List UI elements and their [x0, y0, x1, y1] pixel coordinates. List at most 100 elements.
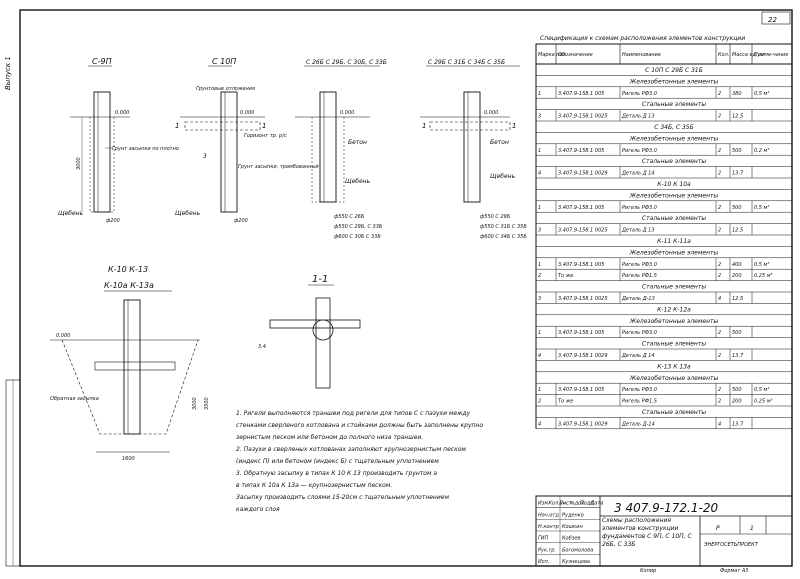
spec-group-heading: С 10П С 29Б С 31Б — [645, 67, 703, 74]
spec-cell: 3.407.9-158.1 005 — [558, 387, 604, 393]
spec-subheading: Стальные элементы — [642, 215, 706, 222]
stamp-person: Кошкин — [562, 524, 583, 530]
spec-cell: 3.407.9-158.1 0029 — [558, 353, 608, 359]
spec-cell: 380 — [732, 91, 742, 97]
spec-cell: Ригель РФ3.0 — [622, 148, 657, 154]
spec-cell: 3.407.9-158.1 005 — [558, 91, 604, 97]
spec-group-heading: К-13 К 13а — [657, 363, 691, 370]
drawing-c26b: С 26Б С 29Б, С 30Б, С 33Б 0.000 Бетон Ще… — [295, 59, 387, 240]
spec-cell: 400 — [732, 262, 742, 268]
stamp-col-header: Изм. — [538, 501, 550, 507]
spec-cell: 2 — [718, 399, 721, 405]
spec-cell: 3 — [538, 228, 541, 234]
svg-text:0.000: 0.000 — [56, 333, 70, 339]
drawing-section-1-1: 1-1 3.4 — [258, 274, 361, 389]
spec-cell: 4 — [538, 353, 541, 359]
note-line: 1. Ригели выполняются траншеи под ригели… — [236, 410, 471, 417]
k10-title-2: К-10а К-13а — [104, 281, 154, 290]
spec-cell: Деталь Д 13 — [621, 228, 655, 234]
spec-cell: 3.407.9-158.1 005 — [558, 148, 604, 154]
note-line: стенками сверленого котлована и стойками… — [236, 422, 483, 429]
c9p-sand-label: Грунт засыпки по плотно — [112, 146, 179, 152]
format-label: Формат А3 — [720, 568, 748, 574]
svg-text:ф550 С 26Б: ф550 С 26Б — [334, 214, 365, 220]
spec-group-heading: К-10 К 10а — [657, 181, 691, 188]
svg-text:ф550 С 31Б С 35Б: ф550 С 31Б С 35Б — [480, 224, 527, 230]
spec-cell: 0.25 м³ — [754, 273, 773, 279]
spec-cell: 2 — [718, 273, 721, 279]
spec-subheading: Стальные элементы — [642, 341, 706, 348]
c26b-concrete-label: Бетон — [348, 139, 367, 146]
spec-table: Спецификация к схемам расположения элеме… — [535, 35, 793, 430]
spec-subheading: Железобетонные элементы — [629, 78, 719, 85]
spec-cell: 1 — [538, 262, 541, 268]
spec-header: Марка поз. — [538, 52, 567, 58]
c26b-gravel-label: Щебень — [345, 178, 371, 185]
svg-text:1: 1 — [422, 122, 426, 130]
c29b-title: С 29Б С 31Б С 34Б С 35Б — [428, 59, 505, 66]
spec-cell: 2 — [538, 273, 541, 279]
svg-text:1: 1 — [512, 122, 516, 130]
c9p-gravel-label: Щебень — [58, 210, 84, 217]
spec-cell: 4 — [538, 421, 541, 427]
spec-cell: 1 — [538, 91, 541, 97]
spec-cell: 3.407.9-158.1 0029 — [558, 171, 608, 177]
stage: Р — [716, 525, 720, 532]
spec-cell: Ригель РФ3.0 — [622, 387, 657, 393]
stamp-role: Н.контр — [538, 524, 559, 530]
spec-cell: 2 — [718, 205, 721, 211]
spec-cell: То же — [558, 399, 573, 405]
spec-cell: 0.2 м³ — [754, 148, 769, 154]
spec-cell: Ригель РФ3.0 — [622, 91, 657, 97]
side-label: Выпуск 1 — [4, 56, 12, 90]
drawing-k10: К-10 К-13 К-10а К-13а 0.000 Обратная зас… — [50, 265, 210, 462]
k10-title-1: К-10 К-13 — [108, 265, 148, 274]
spec-cell: Деталь Д 14 — [621, 171, 655, 177]
spec-cell: 12.5 — [732, 296, 743, 302]
spec-cell: Ригель РФ1.5 — [622, 273, 657, 279]
note-line: Засыпку производить слоями 15-20см с тща… — [236, 494, 449, 501]
stamp-col-header: Кол.уч — [549, 501, 566, 507]
spec-cell: 3 — [538, 296, 541, 302]
stamp-person: Руденко — [562, 512, 584, 518]
spec-group-heading: К-12 К-12а — [657, 306, 691, 313]
spec-title: Спецификация к схемам расположения элеме… — [540, 35, 745, 42]
spec-cell: 500 — [732, 330, 742, 336]
spec-cell: 0.5 м³ — [754, 262, 769, 268]
spec-cell: 3.407.9-158.1 0029 — [558, 421, 608, 427]
stamp-role: Рук.гр. — [538, 547, 556, 553]
spec-cell: 2 — [718, 330, 721, 336]
note-line: 3. Обратную засыпку в типах К 10 К 13 пр… — [236, 470, 437, 477]
spec-header: Кол. — [718, 52, 729, 58]
stamp-col-header: Подп. — [580, 501, 595, 507]
spec-cell: Деталь Д 14 — [621, 353, 655, 359]
spec-cell: 2 — [718, 114, 721, 120]
spec-header: Наименование — [622, 52, 661, 58]
svg-text:3000: 3000 — [76, 157, 82, 170]
spec-cell: 1 — [538, 330, 541, 336]
spec-cell: То же — [558, 273, 573, 279]
spec-cell: 12.5 — [732, 114, 743, 120]
section-label: 3.4 — [258, 344, 266, 350]
c26b-title: С 26Б С 29Б, С 30Б, С 33Б — [306, 59, 387, 66]
page-number-box — [761, 11, 791, 25]
spec-cell: Ригель РФ1.5 — [622, 399, 657, 405]
spec-cell: 13.7 — [732, 421, 744, 427]
spec-cell: 12.5 — [732, 228, 743, 234]
drawing-c10p: С 10П 0.000 Грунтовые отложения Горизонт… — [175, 57, 319, 224]
spec-cell: 500 — [732, 148, 742, 154]
spec-cell: 200 — [732, 399, 742, 405]
spec-cell: Деталь Д 13 — [621, 114, 655, 120]
svg-text:3: 3 — [203, 153, 207, 160]
svg-text:1: 1 — [175, 122, 179, 130]
svg-text:ф600 С 30Б С 33Б: ф600 С 30Б С 33Б — [334, 234, 381, 240]
spec-cell: 13.7 — [732, 353, 744, 359]
stamp-person: Богомолова — [562, 547, 593, 553]
spec-subheading: Стальные элементы — [642, 101, 706, 108]
organization: ЭНЕРГОСЕТЬПРОЕКТ — [703, 542, 759, 548]
spec-cell: 2 — [718, 171, 721, 177]
spec-cell: 0.5 м³ — [754, 205, 769, 211]
spec-cell: 3.407.9-158.1 005 — [558, 262, 604, 268]
spec-cell: 2 — [718, 387, 721, 393]
